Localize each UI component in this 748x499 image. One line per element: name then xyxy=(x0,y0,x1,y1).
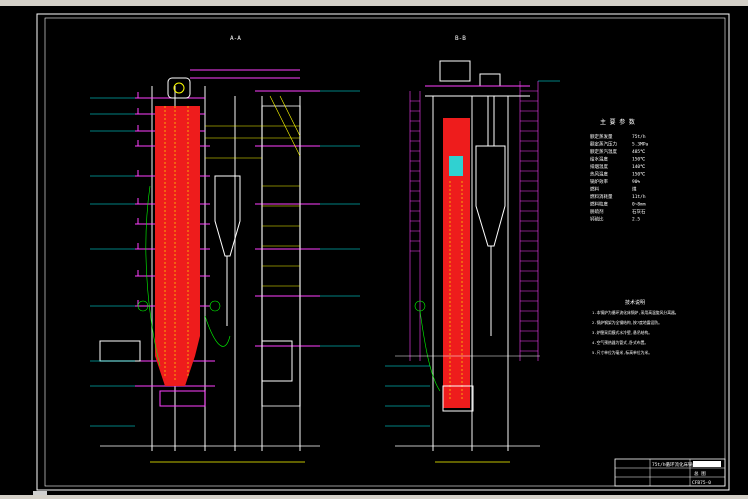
param-label: 锅炉效率 xyxy=(590,178,608,185)
drawing-svg: A-A xyxy=(36,13,730,491)
param-label: 额定蒸发量 xyxy=(590,133,613,140)
param-label: 排烟温度 xyxy=(590,163,608,170)
param-value: 0~8mm xyxy=(632,202,646,208)
param-label: 钙硫比 xyxy=(590,216,604,223)
param-value: 5.3MPa xyxy=(632,142,649,148)
param-label: 额定蒸汽压力 xyxy=(590,141,617,148)
param-label: 给水温度 xyxy=(590,156,608,163)
param-label: 燃料消耗量 xyxy=(590,193,613,200)
param-value: 75t/h xyxy=(632,134,646,140)
section-label-right: B-B xyxy=(455,35,466,42)
params-heading: 主 要 参 数 xyxy=(600,118,635,126)
cad-drawing-canvas[interactable]: A-A xyxy=(0,6,748,497)
sheet-border xyxy=(36,13,730,491)
sheet-inner-border xyxy=(44,17,726,487)
param-value: 11t/h xyxy=(632,194,646,200)
cyclone-separator-right xyxy=(475,145,506,247)
cyclone-separator-left xyxy=(214,175,241,257)
param-label: 燃料 xyxy=(590,186,599,193)
steam-drum-left xyxy=(167,77,191,99)
title-drawing-name: 75t/h循环流化床锅炉 xyxy=(652,461,698,468)
technical-notes: 技术说明 1.本锅炉为循环流化床锅炉,采用高温旋风分离器。 2.锅炉钢架为全钢结构… xyxy=(592,299,679,355)
param-value: 煤 xyxy=(632,186,637,193)
param-value: 石灰石 xyxy=(632,208,646,215)
param-value: 2.5 xyxy=(632,217,640,223)
status-bar xyxy=(0,495,748,499)
furnace-body-left xyxy=(155,106,200,386)
left-elevation-view: A-A xyxy=(90,35,360,463)
param-value: 150℃ xyxy=(632,157,646,163)
right-elevation-view: B-B xyxy=(385,35,560,463)
param-value: 90% xyxy=(632,179,640,185)
title-block: 75t/h循环流化床锅炉 总 图 CFB75-0 xyxy=(614,458,726,487)
param-value: 485℃ xyxy=(632,149,646,155)
param-label: 燃料粒度 xyxy=(590,201,608,208)
title-drawing-no: CFB75-0 xyxy=(692,480,711,486)
param-value: 150℃ xyxy=(632,172,646,178)
crosshair-cursor-icon xyxy=(33,491,47,497)
note-line: 4.空气预热器为管式,卧式布置。 xyxy=(592,340,648,345)
parameter-table: 主 要 参 数 额定蒸发量 75t/h 额定蒸汽压力 5.3MPa 额定蒸汽温度 485℃… xyxy=(590,118,649,223)
param-label: 热风温度 xyxy=(590,171,608,178)
param-label: 额定蒸汽温度 xyxy=(590,148,617,155)
note-line: 1.本锅炉为循环流化床锅炉,采用高温旋风分离器。 xyxy=(592,310,679,315)
note-line: 5.尺寸单位为毫米,标高单位为米。 xyxy=(592,350,652,355)
param-label: 脱硫剂 xyxy=(590,208,604,215)
title-sub-title: 总 图 xyxy=(694,470,706,477)
note-line: 2.锅炉钢架为全钢结构,按7度地震设防。 xyxy=(592,320,662,325)
window-top-bar xyxy=(0,0,748,6)
notes-heading: 技术说明 xyxy=(625,299,645,306)
section-label-left: A-A xyxy=(230,35,241,42)
param-value: 140℃ xyxy=(632,164,646,170)
note-line: 3.炉膛采用膜式水冷壁,悬吊结构。 xyxy=(592,330,652,335)
